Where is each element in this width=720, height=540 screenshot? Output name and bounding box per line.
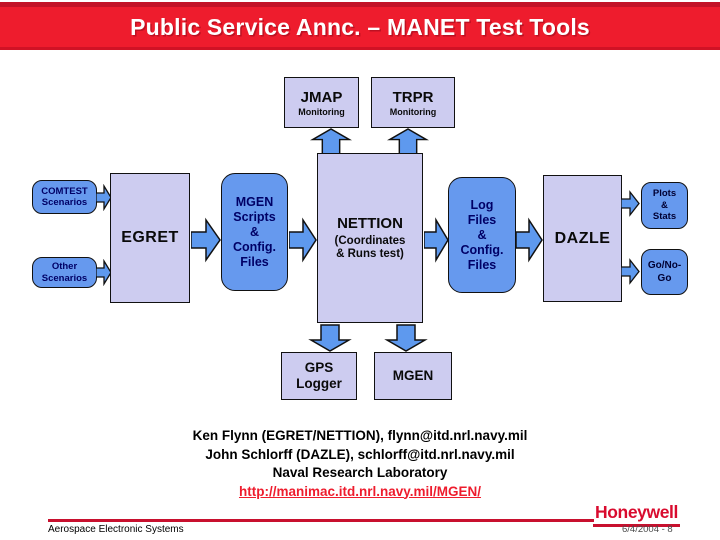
- date-page-number: 6/4/2004 - 8: [622, 524, 673, 535]
- arrow-right-icon: [289, 217, 317, 263]
- nettion-label: NETTION: [337, 214, 403, 232]
- arrow-right-icon: [96, 259, 112, 286]
- page-title: Public Service Annc. – MANET Test Tools: [130, 13, 590, 40]
- go-no-go-box: Go/No- Go: [641, 249, 688, 295]
- arrow-right-icon: [96, 184, 112, 211]
- egret-box: EGRET: [110, 173, 190, 303]
- mgen-scripts-box: MGEN Scripts & Config. Files: [221, 173, 288, 291]
- jmap-label: JMAP: [300, 88, 343, 106]
- egret-label: EGRET: [121, 229, 179, 246]
- organization-label: Aerospace Electronic Systems: [48, 524, 184, 535]
- comtest-scenarios-box: COMTEST Scenarios: [32, 180, 97, 214]
- log-files-box: Log Files & Config. Files: [448, 177, 516, 293]
- footer-rule: [48, 519, 594, 522]
- contact-line-2: John Schlorff (DAZLE), schlorff@itd.nrl.…: [205, 446, 515, 462]
- arrow-up-icon: [386, 128, 430, 155]
- trpr-label: TRPR: [392, 88, 434, 106]
- trpr-sublabel: Monitoring: [389, 106, 437, 117]
- arrow-right-icon: [621, 258, 640, 285]
- mgen-label: MGEN: [392, 368, 434, 383]
- mgen-box: MGEN: [374, 352, 452, 400]
- arrow-up-icon: [309, 128, 353, 155]
- arrow-down-icon: [308, 324, 352, 352]
- contact-line-1: Ken Flynn (EGRET/NETTION), flynn@itd.nrl…: [192, 428, 528, 443]
- dazle-label: DAZLE: [554, 229, 611, 247]
- nettion-box: NETTION (Coordinates & Runs test): [317, 153, 423, 323]
- arrow-right-icon: [516, 217, 543, 263]
- mgen-url-link[interactable]: http://manimac.itd.nrl.navy.mil/MGEN/: [238, 483, 482, 499]
- arrow-down-icon: [384, 324, 428, 352]
- gps-logger-label: GPS Logger: [296, 360, 342, 391]
- plots-stats-box: Plots & Stats: [641, 182, 688, 229]
- honeywell-logo: Honeywell: [593, 502, 680, 527]
- other-scenarios-box: Other Scenarios: [32, 257, 97, 288]
- arrow-right-icon: [621, 190, 640, 217]
- trpr-box: TRPR Monitoring: [371, 77, 455, 128]
- nettion-sublabel: (Coordinates & Runs test): [334, 234, 406, 261]
- jmap-sublabel: Monitoring: [298, 106, 345, 117]
- gps-logger-box: GPS Logger: [281, 352, 357, 400]
- jmap-box: JMAP Monitoring: [284, 77, 359, 128]
- contact-line-3: Naval Research Laboratory: [272, 465, 448, 480]
- title-bar: Public Service Annc. – MANET Test Tools: [0, 2, 720, 50]
- dazle-box: DAZLE: [543, 175, 622, 302]
- arrow-right-icon: [424, 217, 449, 263]
- contact-block: Ken Flynn (EGRET/NETTION), flynn@itd.nrl…: [0, 427, 720, 501]
- arrow-right-icon: [191, 217, 221, 263]
